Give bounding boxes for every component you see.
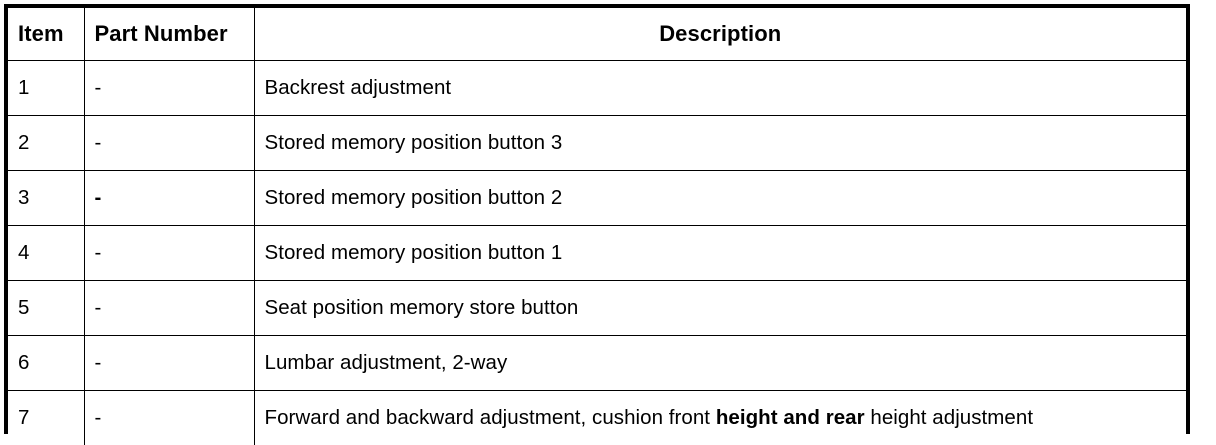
cell-item: 5	[8, 281, 84, 336]
cell-description: Stored memory position button 1	[254, 226, 1186, 281]
legend-table: Item Part Number Description 1-Backrest …	[8, 8, 1186, 445]
cell-item: 7	[8, 391, 84, 445]
cell-item: 2	[8, 116, 84, 171]
cell-description: Seat position memory store button	[254, 281, 1186, 336]
cell-part-number: -	[84, 61, 254, 116]
cell-description: Stored memory position button 2	[254, 171, 1186, 226]
cell-description: Stored memory position button 3	[254, 116, 1186, 171]
column-header-description: Description	[254, 8, 1186, 61]
table-row: 4-Stored memory position button 1	[8, 226, 1186, 281]
column-header-item: Item	[8, 8, 84, 61]
description-segment: Forward and backward adjustment, cushion…	[265, 406, 716, 429]
column-header-part-number: Part Number	[84, 8, 254, 61]
table-row: 3- Stored memory position button 2	[8, 171, 1186, 226]
cell-part-number: -	[84, 171, 254, 226]
description-segment: height adjustment	[865, 406, 1033, 429]
cell-part-number: -	[84, 391, 254, 445]
legend-table-container: Item Part Number Description 1-Backrest …	[4, 4, 1190, 434]
cell-description: Lumbar adjustment, 2-way	[254, 336, 1186, 391]
table-row: 7-Forward and backward adjustment, cushi…	[8, 391, 1186, 445]
cell-part-number: -	[84, 116, 254, 171]
table-row: 1-Backrest adjustment	[8, 61, 1186, 116]
cell-part-number: -	[84, 336, 254, 391]
cell-item: 4	[8, 226, 84, 281]
table-row: 2-Stored memory position button 3	[8, 116, 1186, 171]
part-number-dash: -	[95, 186, 102, 209]
table-row: 6-Lumbar adjustment, 2-way	[8, 336, 1186, 391]
description-segment: height and rear	[716, 406, 865, 429]
cell-description: Backrest adjustment	[254, 61, 1186, 116]
cell-item: 6	[8, 336, 84, 391]
cell-item: 1	[8, 61, 84, 116]
cell-part-number: -	[84, 281, 254, 336]
cell-item: 3	[8, 171, 84, 226]
cell-description: Forward and backward adjustment, cushion…	[254, 391, 1186, 445]
cell-part-number: -	[84, 226, 254, 281]
table-row: 5-Seat position memory store button	[8, 281, 1186, 336]
table-header-row: Item Part Number Description	[8, 8, 1186, 61]
table-header: Item Part Number Description	[8, 8, 1186, 61]
